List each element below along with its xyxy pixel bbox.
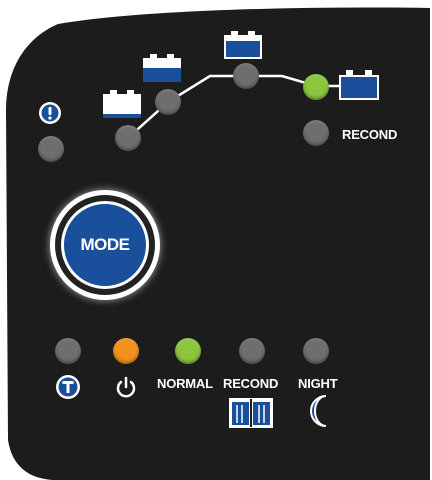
battery-half-icon [143, 54, 181, 87]
temperature-t-icon [55, 374, 81, 405]
recond-bottom-led [239, 338, 265, 364]
charge-step-1-led [115, 125, 141, 151]
power-icon [113, 374, 139, 405]
alert-led [38, 136, 64, 162]
power-led [113, 338, 139, 364]
book-icon [229, 396, 273, 433]
moon-icon [308, 394, 334, 433]
recond-bottom-label: RECOND [223, 376, 279, 391]
charge-step-3-led [233, 63, 259, 89]
normal-led [175, 338, 201, 364]
exclamation-icon [38, 101, 62, 130]
mode-button[interactable]: MODE [61, 201, 149, 289]
recond-top-led [303, 120, 329, 146]
charge-step-4-led [303, 74, 329, 100]
night-label: NIGHT [298, 376, 338, 391]
normal-label: NORMAL [157, 376, 213, 391]
charge-step-2-led [155, 89, 181, 115]
mode-button-label: MODE [80, 235, 131, 254]
battery-full-icon [339, 70, 379, 105]
battery-high-icon [224, 31, 262, 64]
night-led [303, 338, 329, 364]
battery-low-icon [103, 90, 141, 123]
recond-top-label: RECOND [342, 127, 398, 142]
temperature-led [55, 338, 81, 364]
